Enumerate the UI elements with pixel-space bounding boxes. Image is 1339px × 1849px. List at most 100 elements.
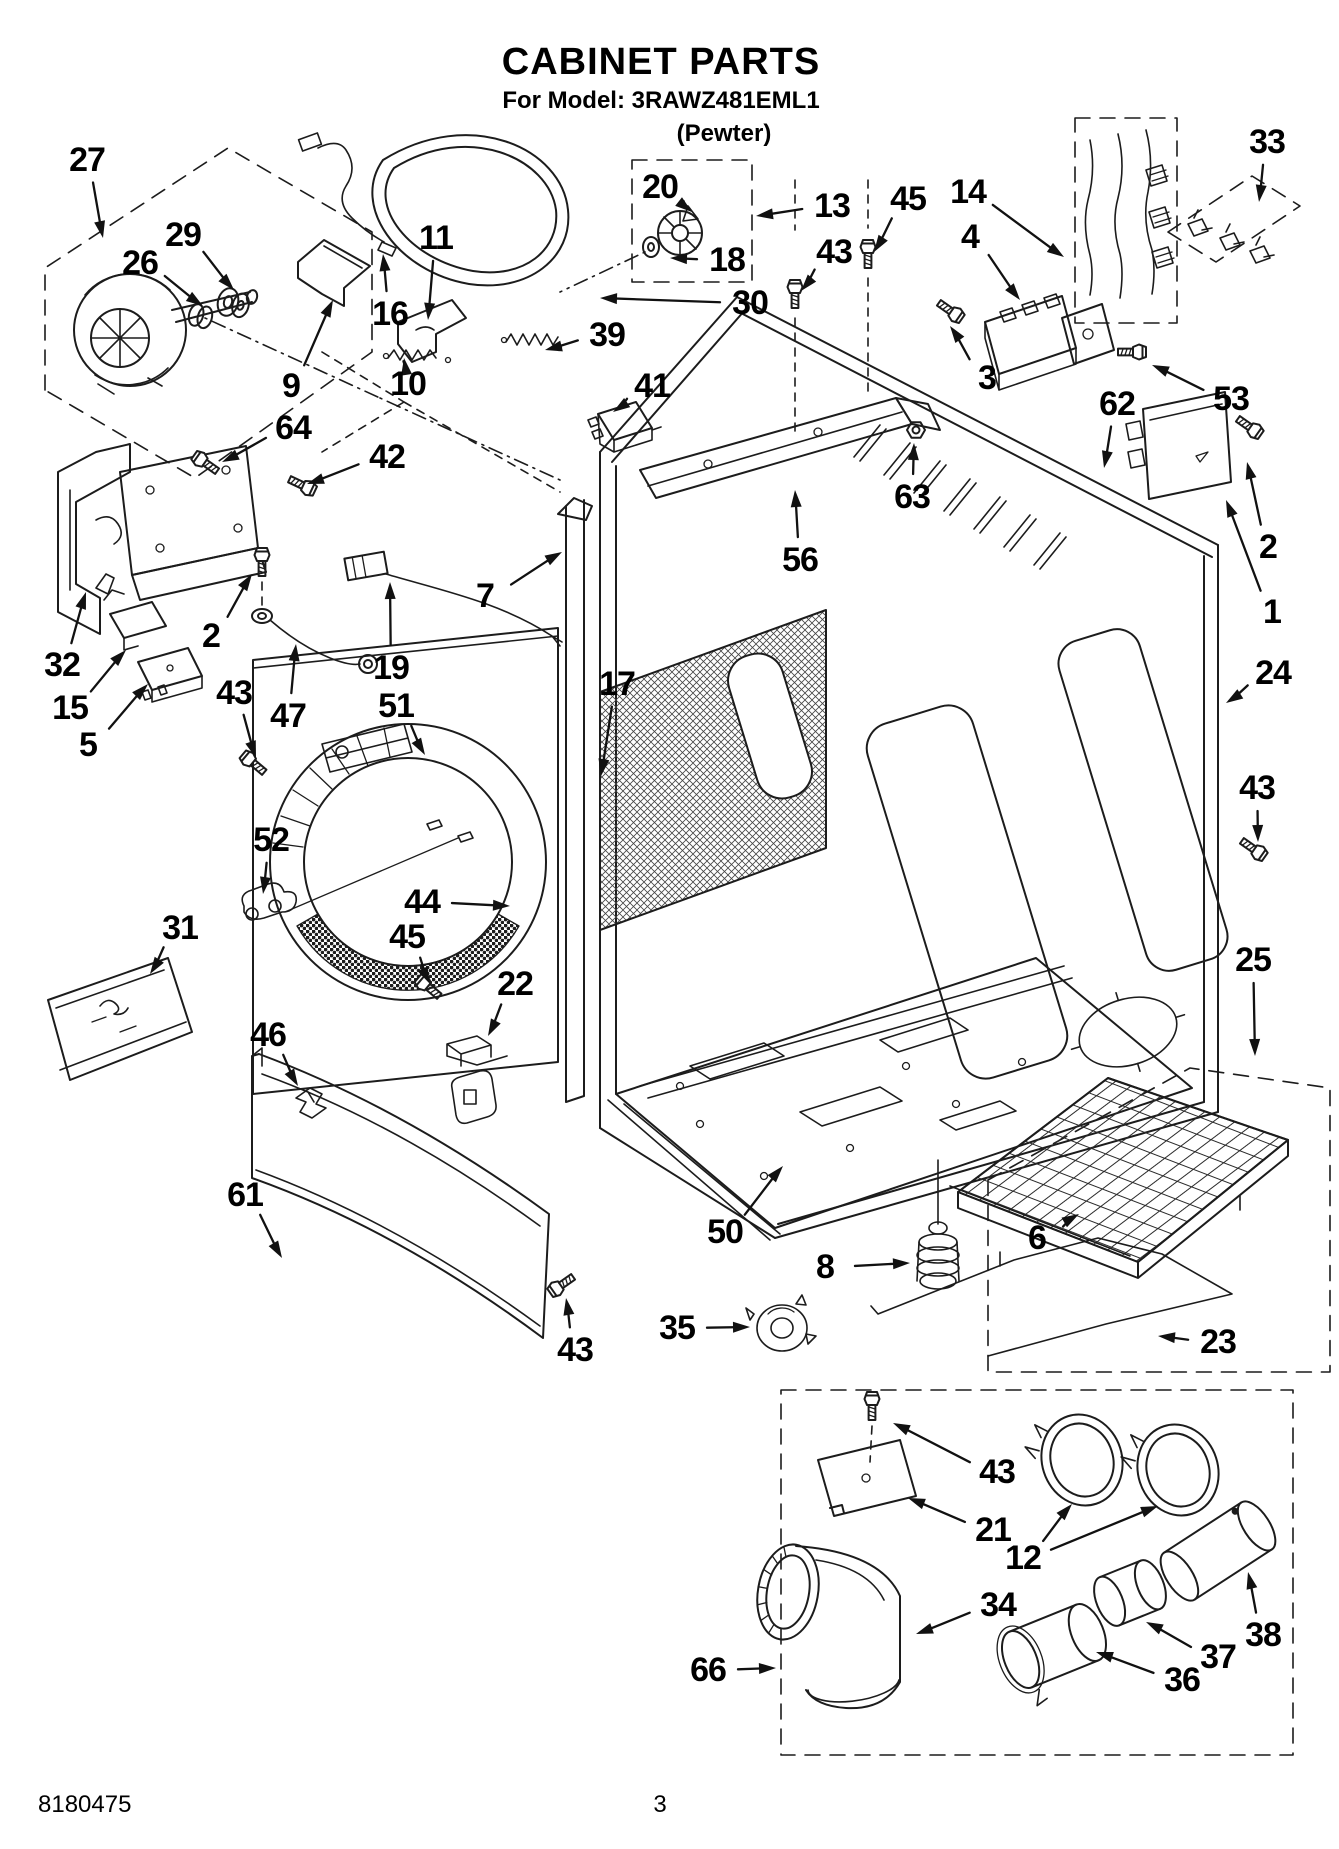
- callout-61: 61: [227, 1176, 282, 1258]
- finish-line: (Pewter): [677, 120, 772, 147]
- callout-41: 41: [613, 367, 671, 412]
- part-number-label: 19: [373, 649, 409, 687]
- callout-66: 66: [690, 1651, 776, 1689]
- part-number-label: 50: [707, 1213, 743, 1251]
- lint-screen-group-box: [987, 1067, 1331, 1373]
- part-number-label: 43: [557, 1331, 593, 1369]
- push-terminals: [1187, 209, 1275, 264]
- part-number-label: 13: [814, 187, 850, 225]
- part-number-label: 31: [162, 909, 198, 947]
- callout-2: 2: [1245, 462, 1278, 566]
- callout-62: 62: [1099, 385, 1136, 468]
- part-number-label: 25: [1235, 941, 1271, 979]
- callout-21: 21: [908, 1498, 1012, 1549]
- front-panel: [252, 627, 559, 1125]
- part-number-label: 36: [1164, 1661, 1200, 1699]
- callout-24: 24: [1226, 654, 1293, 703]
- callout-19: 19: [373, 582, 410, 687]
- callout-15: 15: [52, 650, 126, 727]
- part-number-label: 35: [659, 1309, 695, 1347]
- ground-strap: [251, 608, 378, 674]
- front-support-column: [557, 497, 593, 1103]
- callout-45: 45: [389, 918, 430, 984]
- part-number-label: 7: [476, 577, 494, 615]
- part-number-label: 23: [1200, 1323, 1236, 1361]
- part-number-label: 15: [52, 689, 88, 727]
- part-number-label: 27: [69, 141, 105, 179]
- callout-4: 4: [961, 218, 1020, 300]
- callout-51: 51: [378, 687, 425, 755]
- drive-belt: [371, 134, 570, 287]
- callout-35: 35: [659, 1309, 750, 1347]
- duct-group-box: [780, 1389, 1294, 1756]
- callout-13: 13: [756, 187, 851, 225]
- part-number-label: 62: [1099, 385, 1135, 423]
- part-number-label: 2: [202, 617, 220, 655]
- callout-25: 25: [1235, 941, 1272, 1056]
- wire-group-box: [1074, 117, 1178, 324]
- part-number-label: 29: [165, 216, 201, 254]
- part-number-label: 11: [419, 219, 453, 257]
- hex-nut: [906, 421, 926, 439]
- callout-8: 8: [816, 1248, 910, 1286]
- doc-number: 8180475: [38, 1791, 131, 1818]
- clamp-ring-right: [1120, 1423, 1220, 1517]
- page-title: CABINET PARTS: [502, 41, 820, 83]
- lint-screen: [949, 1077, 1289, 1279]
- callout-63: 63: [894, 443, 931, 516]
- part-number-label: 61: [227, 1176, 263, 1214]
- callout-17: 17: [598, 665, 636, 776]
- callout-43: 43: [801, 233, 853, 291]
- duct-tube-short: [1093, 1559, 1167, 1627]
- callout-31: 31: [150, 909, 199, 974]
- part-number-label: 26: [122, 244, 158, 282]
- callout-9: 9: [282, 300, 333, 405]
- part-number-label: 32: [44, 646, 80, 684]
- screen-wire: [870, 1237, 1233, 1357]
- callout-26: 26: [122, 244, 203, 306]
- elbow-duct: [756, 1543, 901, 1710]
- toe-panel: [47, 957, 193, 1081]
- callout-32: 32: [44, 592, 86, 684]
- part-number-label: 4: [961, 218, 980, 256]
- part-number-label: 24: [1255, 654, 1292, 692]
- idler-spring: [382, 349, 452, 364]
- callout-3: 3: [950, 326, 997, 397]
- wire-harness-top: [297, 132, 397, 257]
- callout-2: 2: [202, 574, 252, 655]
- terminal-block: [984, 293, 1115, 391]
- callout-16: 16: [372, 254, 409, 333]
- clamp-ring-left: [1024, 1413, 1124, 1507]
- callout-42: 42: [307, 438, 406, 484]
- page-number: 3: [653, 1791, 666, 1818]
- base-pan: [607, 957, 1193, 1241]
- idler-pulley: [559, 205, 703, 293]
- part-number-label: 41: [634, 367, 670, 405]
- part-number-label: 43: [216, 674, 252, 712]
- part-number-label: 20: [642, 168, 678, 206]
- callout-29: 29: [165, 216, 234, 290]
- callout-43: 43: [557, 1298, 594, 1369]
- part-number-label: 42: [369, 438, 405, 476]
- callout-37: 37: [1146, 1622, 1237, 1676]
- part-number-label: 51: [378, 687, 414, 725]
- dashed-group-boxes: [44, 117, 1331, 1756]
- heater-screen: [599, 609, 827, 931]
- callout-12: 12: [1005, 1504, 1158, 1577]
- part-number-label: 43: [1239, 769, 1275, 807]
- callout-7: 7: [476, 552, 562, 615]
- model-line: For Model: 3RAWZ481EML1: [502, 87, 819, 114]
- callout-22: 22: [488, 965, 534, 1036]
- hose-clamp-small: [241, 882, 298, 921]
- drive-motor: [73, 273, 259, 395]
- callout-47: 47: [270, 644, 307, 735]
- callout-50: 50: [707, 1166, 783, 1251]
- top-support-rail: [639, 277, 941, 499]
- callout-56: 56: [782, 490, 819, 579]
- callout-45: 45: [874, 180, 927, 252]
- thermal-switch-upper: [95, 573, 167, 651]
- part-number-label: 47: [270, 697, 306, 735]
